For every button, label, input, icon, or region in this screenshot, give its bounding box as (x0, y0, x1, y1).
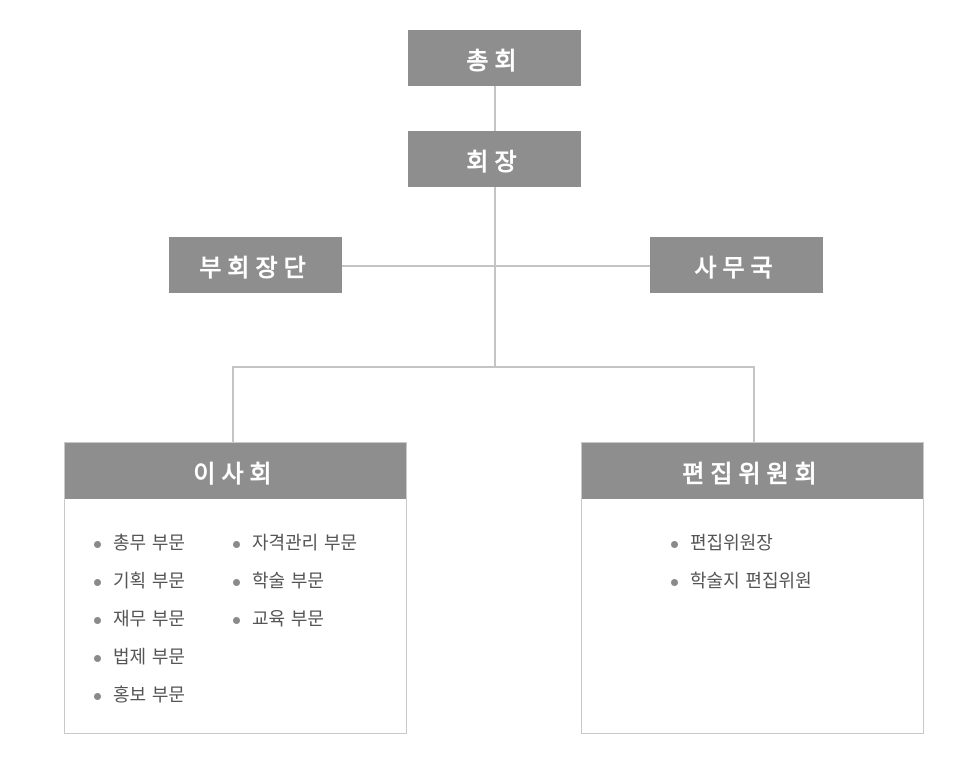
editorial-list: 편집위원장 학술지 편집위원 (671, 529, 812, 605)
bullet-icon (233, 579, 240, 586)
board-item: 홍보 부문 (94, 681, 185, 719)
editorial-committee-panel: 편집위원회 편집위원장 학술지 편집위원 (581, 442, 924, 734)
board-item: 법제 부문 (94, 643, 185, 681)
bullet-icon (94, 693, 101, 700)
bullet-icon (94, 541, 101, 548)
board-item-label: 총무 부문 (113, 533, 185, 554)
board-title: 이사회 (193, 459, 278, 488)
general-assembly-label: 총회 (466, 46, 523, 75)
editorial-item: 학술지 편집위원 (671, 567, 812, 605)
board-item: 재무 부문 (94, 605, 185, 643)
board-item: 교육 부문 (233, 605, 357, 643)
board-item: 자격관리 부문 (233, 529, 357, 567)
vice-chairmen-label: 부회장단 (199, 253, 312, 282)
vice-chairmen-node: 부회장단 (169, 237, 342, 293)
editorial-item: 편집위원장 (671, 529, 812, 567)
editorial-title: 편집위원회 (682, 459, 823, 488)
board-item: 총무 부문 (94, 529, 185, 567)
board-panel: 이사회 총무 부문 기획 부문 재무 부문 법제 부문 홍보 부문 자격관리 부… (64, 442, 407, 734)
board-item-label: 교육 부문 (252, 609, 324, 630)
editorial-item-label: 편집위원장 (690, 533, 773, 554)
board-item-label: 학술 부문 (252, 571, 324, 592)
board-list-column-2: 자격관리 부문 학술 부문 교육 부문 (233, 529, 357, 643)
editorial-item-label: 학술지 편집위원 (690, 571, 812, 592)
bullet-icon (671, 579, 678, 586)
board-header: 이사회 (65, 443, 406, 499)
chairman-node: 회장 (408, 131, 581, 187)
secretariat-node: 사무국 (650, 237, 823, 293)
bullet-icon (233, 617, 240, 624)
board-item-label: 기획 부문 (113, 571, 185, 592)
board-list-column-1: 총무 부문 기획 부문 재무 부문 법제 부문 홍보 부문 (94, 529, 185, 719)
secretariat-label: 사무국 (694, 253, 779, 282)
bullet-icon (233, 541, 240, 548)
board-item: 학술 부문 (233, 567, 357, 605)
general-assembly-node: 총회 (408, 30, 581, 86)
bullet-icon (94, 617, 101, 624)
editorial-header: 편집위원회 (582, 443, 923, 499)
board-item-label: 법제 부문 (113, 647, 185, 668)
chairman-label: 회장 (466, 147, 523, 176)
board-item-label: 재무 부문 (113, 609, 185, 630)
board-item-label: 홍보 부문 (113, 685, 185, 706)
bullet-icon (94, 579, 101, 586)
bullet-icon (94, 655, 101, 662)
bullet-icon (671, 541, 678, 548)
board-item: 기획 부문 (94, 567, 185, 605)
board-item-label: 자격관리 부문 (252, 533, 358, 554)
